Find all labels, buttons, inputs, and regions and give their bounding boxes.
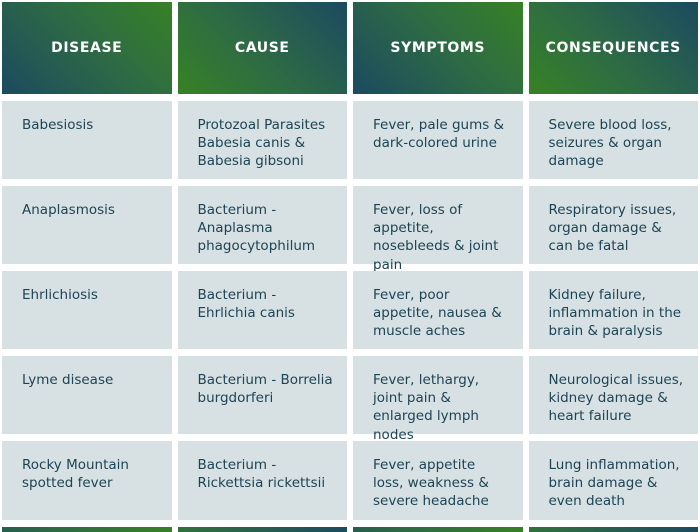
header-label-disease: DISEASE xyxy=(51,40,123,56)
cell-disease: Anaplasmosis xyxy=(2,186,172,264)
cell-cause: Protozoal Parasites Babesia canis & Babe… xyxy=(177,101,347,179)
cell-disease: Ehrlichiosis xyxy=(2,271,172,349)
cell-cause: Bacterium - Rickettsia rickettsii xyxy=(177,441,347,520)
cell-cause: Bacterium - Ehrlichia canis xyxy=(177,271,347,349)
table-row: Ehrlichiosis Bacterium - Ehrlichia canis… xyxy=(2,271,698,349)
cell-symptoms: Fever, appetite loss, weakness & severe … xyxy=(353,441,523,520)
cell-disease: Babesiosis xyxy=(2,101,172,179)
strip-segment xyxy=(353,527,523,532)
cell-symptoms: Fever, loss of appetite, nosebleeds & jo… xyxy=(353,186,523,273)
cell-consequences: Lung inflammation, brain damage & even d… xyxy=(528,441,698,520)
table-row: Anaplasmosis Bacterium - Anaplasma phago… xyxy=(2,186,698,273)
header-cell-symptoms: SYMPTOMS xyxy=(353,2,523,94)
cell-symptoms: Fever, pale gums & dark-colored urine xyxy=(353,101,523,179)
header-cell-consequences: CONSEQUENCES xyxy=(528,2,698,94)
strip-segment xyxy=(177,527,347,532)
strip-segment xyxy=(2,527,172,532)
cell-consequences: Neurological issues, kidney damage & hea… xyxy=(528,356,698,434)
cell-consequences: Kidney failure, inflammation in the brai… xyxy=(528,271,698,349)
cutoff-gradient-strip xyxy=(2,527,698,532)
cell-symptoms: Fever, poor appetite, nausea & muscle ac… xyxy=(353,271,523,349)
table-row: Babesiosis Protozoal Parasites Babesia c… xyxy=(2,101,698,179)
header-label-symptoms: SYMPTOMS xyxy=(390,40,486,56)
cell-disease: Lyme disease xyxy=(2,356,172,434)
table-header-row: DISEASE CAUSE SYMPTOMS CONSEQUENCES xyxy=(2,2,698,94)
header-label-consequences: CONSEQUENCES xyxy=(545,40,681,56)
table-row: Lyme disease Bacterium - Borrelia burgdo… xyxy=(2,356,698,443)
table-row: Rocky Mountain spotted fever Bacterium -… xyxy=(2,441,698,520)
cell-consequences: Respiratory issues, organ damage & can b… xyxy=(528,186,698,264)
header-label-cause: CAUSE xyxy=(234,40,290,56)
cell-symptoms: Fever, lethargy, joint pain & enlarged l… xyxy=(353,356,523,443)
cell-cause: Bacterium - Anaplasma phagocytophilum xyxy=(177,186,347,264)
cell-disease: Rocky Mountain spotted fever xyxy=(2,441,172,520)
cell-cause: Bacterium - Borrelia burgdorferi xyxy=(177,356,347,434)
header-cell-disease: DISEASE xyxy=(2,2,172,94)
header-cell-cause: CAUSE xyxy=(177,2,347,94)
strip-segment xyxy=(528,527,698,532)
cell-consequences: Severe blood loss, seizures & organ dama… xyxy=(528,101,698,179)
